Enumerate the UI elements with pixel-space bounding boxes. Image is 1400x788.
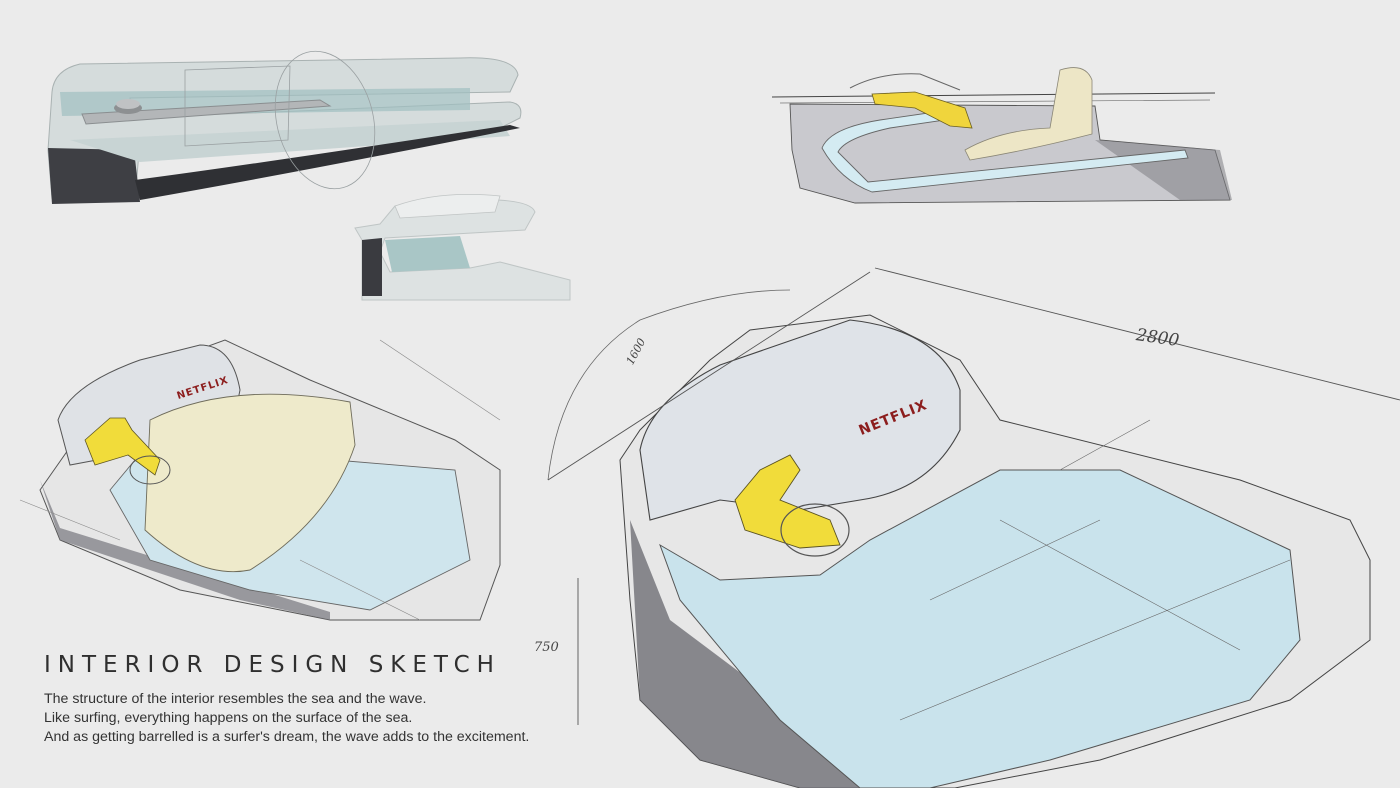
description-block: The structure of the interior resembles … [44,690,604,747]
side-view-sketch [771,67,1232,204]
height-dimension-label: 750 [534,640,559,655]
interior-sketch-large [547,267,1400,788]
description-line: Like surfing, everything happens on the … [44,710,413,726]
page-title: INTERIOR DESIGN SKETCH [44,652,501,678]
description-line: And as getting barrelled is a surfer's d… [44,729,530,745]
interior-sketch-small [19,339,501,621]
description-line: The structure of the interior resembles … [44,691,427,707]
armrest-render-large [47,50,522,204]
armrest-render-small [354,193,571,301]
